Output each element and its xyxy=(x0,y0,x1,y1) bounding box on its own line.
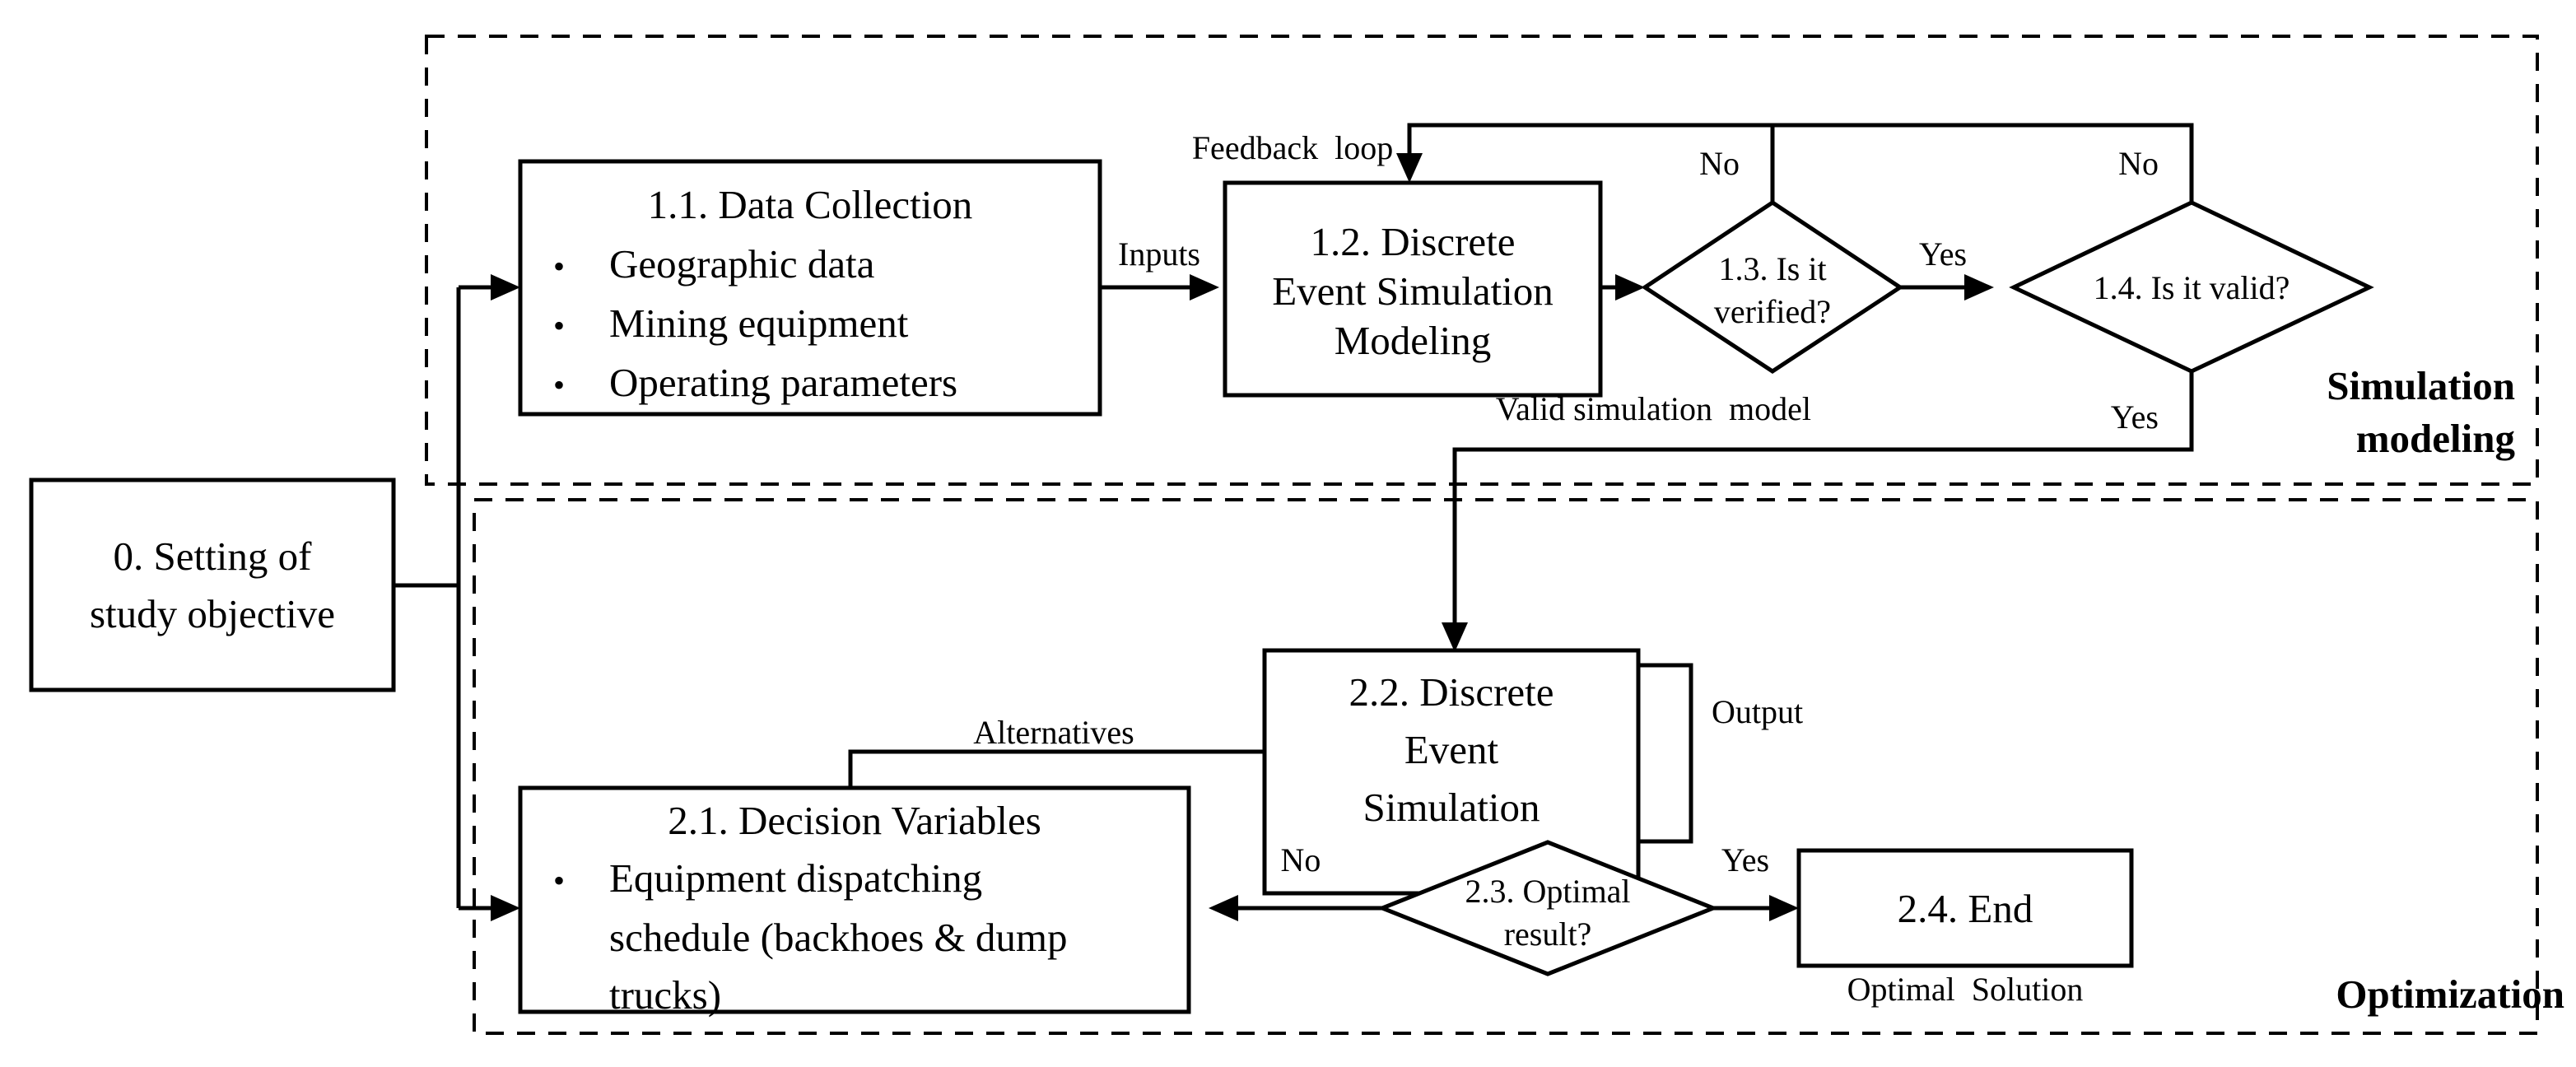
node-des-modeling-shape[interactable] xyxy=(1223,180,1603,398)
group-label-optimization: Optimization xyxy=(2336,971,2564,1017)
edge-label-alternatives: Alternatives xyxy=(973,714,1134,751)
node-des-run-line-3: Simulation xyxy=(1363,785,1540,830)
node-optimal-line-1: 2.3. Optimal xyxy=(1465,873,1630,910)
node-optimal-line-2: result? xyxy=(1504,916,1592,953)
edge-label-optimal-solution: Optimal Solution xyxy=(1847,971,2084,1008)
arrowhead-valid-simulation-model xyxy=(1442,622,1468,652)
node-data-collection-bullet-1: Geographic data xyxy=(609,241,875,287)
node-data-collection-title: 1.1. Data Collection xyxy=(648,182,973,227)
node-decision-vars-bullet-1: Equipment dispatching xyxy=(609,855,982,901)
arrowhead-inputs xyxy=(1190,274,1219,301)
edge-label-feedback-loop: Feedback loop xyxy=(1192,129,1393,166)
arrowhead-yes-verified xyxy=(1964,274,1994,301)
node-end-line-1: 2.4. End xyxy=(1898,886,2033,931)
edge-label-yes-verified: Yes xyxy=(1919,235,1967,273)
arrowhead-yes-optimal xyxy=(1769,895,1799,921)
node-verified-line-2: verified? xyxy=(1714,293,1831,330)
arrowhead-feedback-loop xyxy=(1396,153,1423,183)
group-boundary-simulation xyxy=(425,35,2539,486)
node-decision-vars-shape[interactable] xyxy=(518,785,1191,1014)
node-end-shape[interactable] xyxy=(1796,848,2134,968)
edge-label-no-verified: No xyxy=(1699,145,1740,182)
bullet-marker-mining: • xyxy=(553,307,565,344)
node-start-line-2: study objective xyxy=(90,591,335,636)
edge-label-output: Output xyxy=(1712,693,1803,730)
node-des-run-line-2: Event xyxy=(1404,727,1499,772)
node-data-collection-shape[interactable] xyxy=(518,159,1102,417)
node-des-run-line-1: 2.2. Discrete xyxy=(1349,669,1554,715)
node-des-modeling-line-3: Modeling xyxy=(1335,318,1492,363)
bullet-marker-geographic: • xyxy=(553,248,565,285)
edge-label-no-valid: No xyxy=(2118,145,2159,182)
node-valid-shape[interactable] xyxy=(2009,200,2374,374)
connector-valid-simulation-model xyxy=(1452,365,2194,636)
node-start-line-1: 0. Setting of xyxy=(114,534,313,579)
arrowhead-verified xyxy=(1615,274,1645,301)
bullet-marker-operating: • xyxy=(553,366,565,403)
node-verified-shape[interactable] xyxy=(1641,199,1904,374)
node-verified-line-1: 1.3. Is it xyxy=(1718,250,1826,287)
edge-label-no-optimal: No xyxy=(1281,841,1321,878)
edge-label-valid-simulation-model: Valid simulation model xyxy=(1496,390,1811,427)
node-data-collection-bullet-3: Operating parameters xyxy=(609,360,957,405)
node-decision-vars-bullet-2: schedule (backhoes & dump xyxy=(609,915,1068,960)
group-label-simulation-line-1: Simulation xyxy=(2327,363,2515,408)
node-decision-vars-title: 2.1. Decision Variables xyxy=(668,798,1041,843)
node-optimal-shape[interactable] xyxy=(1377,840,1719,976)
group-boundary-optimization xyxy=(473,498,2539,1035)
arrowhead-decision-vars xyxy=(491,895,520,921)
group-label-simulation-line-2: modeling xyxy=(2356,416,2516,461)
node-data-collection-bullet-2: Mining equipment xyxy=(609,301,909,346)
node-des-modeling-line-1: 1.2. Discrete xyxy=(1311,219,1516,264)
edge-label-inputs: Inputs xyxy=(1118,235,1200,273)
arrowhead-no-optimal xyxy=(1209,895,1238,921)
node-decision-vars-bullet-3: trucks) xyxy=(609,972,721,1018)
node-start-shape[interactable] xyxy=(29,478,396,692)
bullet-marker-equipment: • xyxy=(553,862,565,899)
arrowhead-data-collection xyxy=(491,274,520,301)
node-des-modeling-line-2: Event Simulation xyxy=(1272,268,1554,314)
edge-label-yes-optimal: Yes xyxy=(1721,841,1769,878)
edge-label-yes-valid: Yes xyxy=(2111,398,2159,436)
node-valid-line-1: 1.4. Is it valid? xyxy=(2094,269,2290,306)
